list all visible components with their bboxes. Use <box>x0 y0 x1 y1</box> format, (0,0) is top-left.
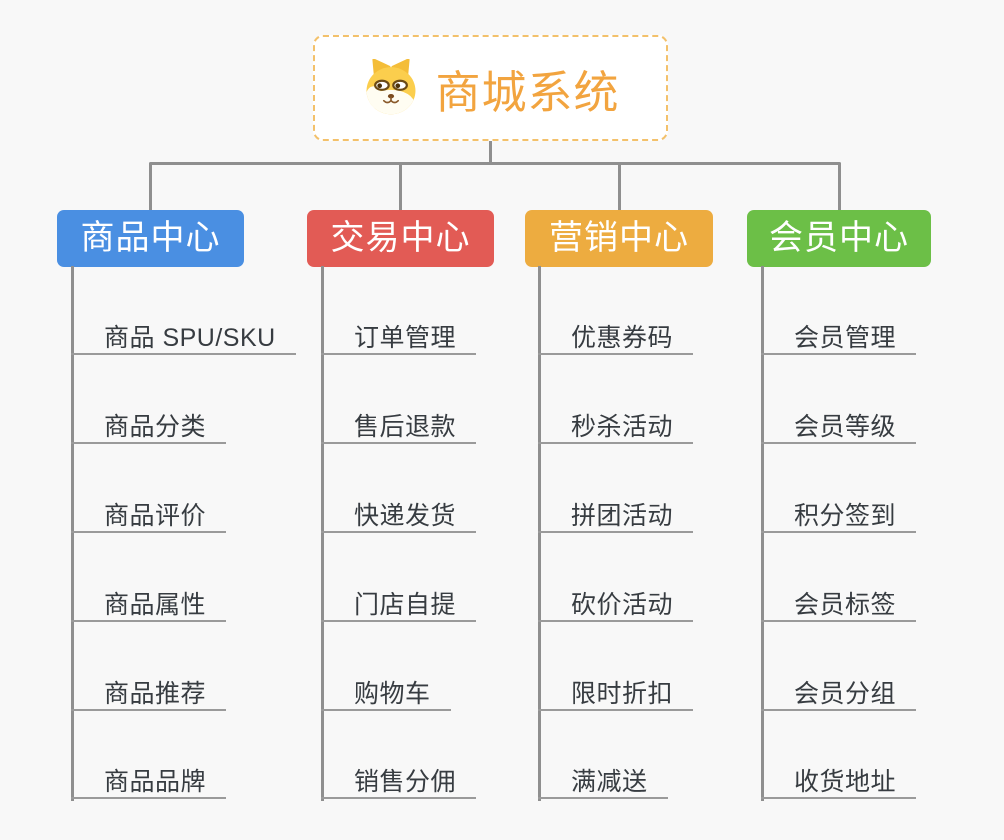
shiba-dog-icon <box>361 58 421 117</box>
branch-header-trade[interactable]: 交易中心 <box>307 210 494 267</box>
connector-drop-marketing <box>617 163 621 211</box>
leaf-node[interactable]: 砍价活动 <box>538 591 694 622</box>
leaf-node[interactable]: 快递发货 <box>321 502 477 533</box>
leaf-node[interactable]: 收货地址 <box>761 768 917 799</box>
leaf-node[interactable]: 商品分类 <box>71 413 227 444</box>
leaf-node[interactable]: 商品属性 <box>71 591 227 622</box>
leaf-node[interactable]: 订单管理 <box>321 324 477 355</box>
leaf-node[interactable]: 商品推荐 <box>71 680 227 711</box>
connector-trunk-trade <box>321 266 324 801</box>
connector-drop-members <box>837 163 841 211</box>
leaf-node[interactable]: 会员分组 <box>761 680 917 711</box>
connector-trunk-marketing <box>538 266 541 801</box>
connector-root-stub <box>489 140 492 165</box>
branch-header-members[interactable]: 会员中心 <box>747 210 931 267</box>
leaf-node[interactable]: 秒杀活动 <box>538 413 694 444</box>
branch-header-marketing[interactable]: 营销中心 <box>525 210 713 267</box>
leaf-node[interactable]: 售后退款 <box>321 413 477 444</box>
leaf-node[interactable]: 销售分佣 <box>321 768 477 799</box>
leaf-node[interactable]: 会员管理 <box>761 324 917 355</box>
branch-header-products[interactable]: 商品中心 <box>57 210 244 267</box>
connector-drop-products <box>148 163 152 211</box>
connector-drop-trade <box>398 163 402 211</box>
leaf-node[interactable]: 积分签到 <box>761 502 917 533</box>
root-node[interactable]: 商城系统 <box>313 35 668 141</box>
connector-trunk-members <box>761 266 764 801</box>
leaf-node[interactable]: 商品品牌 <box>71 768 227 799</box>
connector-horizontal-bus <box>149 162 841 165</box>
leaf-node[interactable]: 限时折扣 <box>538 680 694 711</box>
leaf-node[interactable]: 会员标签 <box>761 591 917 622</box>
leaf-node[interactable]: 拼团活动 <box>538 502 694 533</box>
leaf-node[interactable]: 商品 SPU/SKU <box>71 324 296 355</box>
leaf-node[interactable]: 优惠券码 <box>538 324 694 355</box>
leaf-node[interactable]: 满减送 <box>538 768 668 799</box>
connector-trunk-products <box>71 266 74 801</box>
leaf-node[interactable]: 购物车 <box>321 680 451 711</box>
leaf-node[interactable]: 会员等级 <box>761 413 917 444</box>
leaf-node[interactable]: 商品评价 <box>71 502 227 533</box>
leaf-node[interactable]: 门店自提 <box>321 591 477 622</box>
root-title: 商城系统 <box>435 66 620 118</box>
